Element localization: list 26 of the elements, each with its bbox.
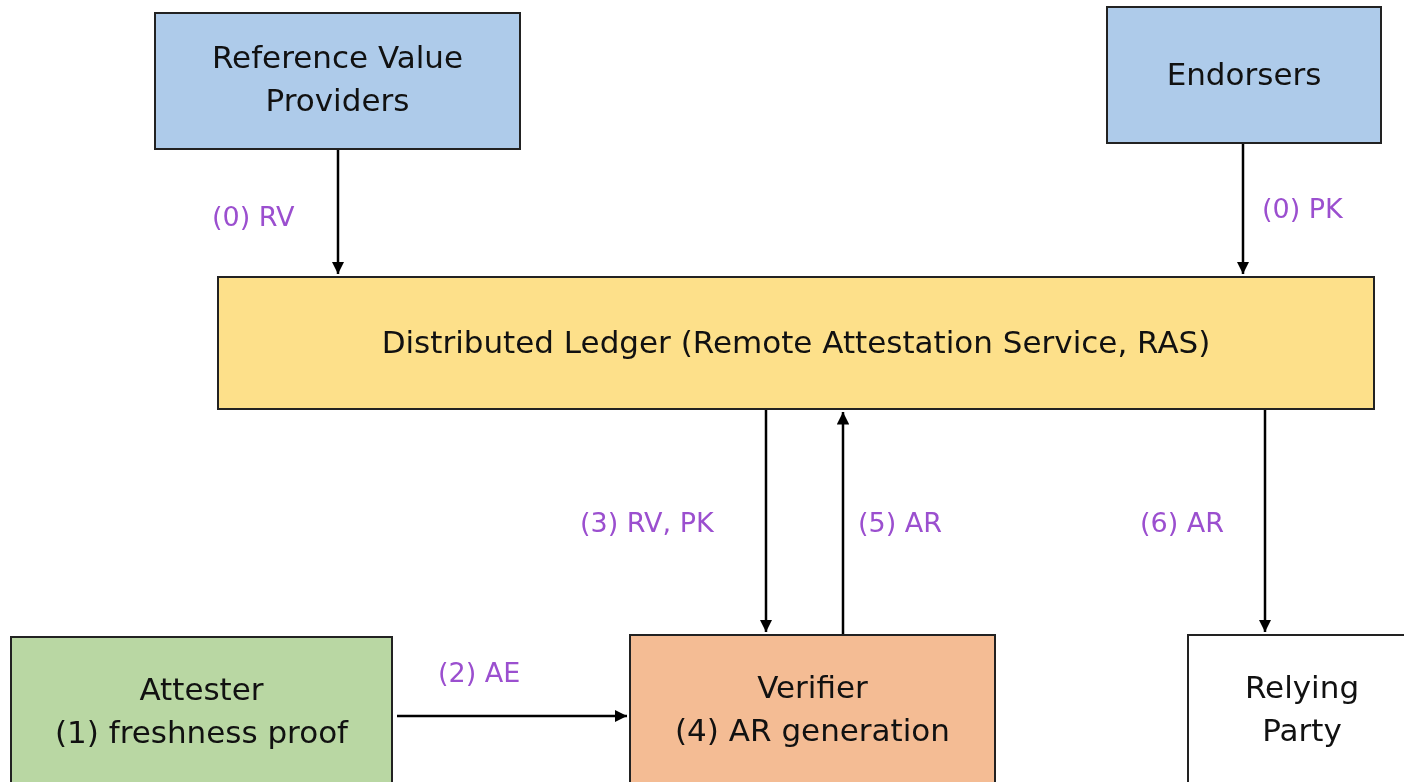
arrow [397, 709, 627, 723]
arrow [1258, 410, 1272, 632]
box-text: Distributed Ledger (Remote Attestation Service, RAS) [381, 323, 1211, 363]
arrow [331, 150, 345, 274]
edge-label: (0) PK [1262, 192, 1343, 226]
process-box [217, 276, 1375, 410]
box-text: Relying Party [1243, 668, 1361, 751]
box-text: Reference Value Providers [210, 38, 465, 121]
process-box [154, 12, 521, 150]
box-text: (4) AR generation [675, 711, 950, 751]
process-box [1187, 634, 1404, 782]
box-text: Endorsers [1166, 55, 1322, 95]
box-text: (1) freshness proof [54, 713, 349, 753]
process-box [10, 636, 393, 782]
process-box [1106, 6, 1382, 144]
edge-label: (6) AR [1140, 506, 1225, 540]
process-box [629, 634, 996, 782]
arrow [836, 412, 850, 634]
edge-label: (3) RV, PK [580, 506, 714, 540]
edge-label: (2) AE [438, 656, 521, 690]
edge-label: (0) RV [212, 200, 295, 234]
box-text: Attester [139, 670, 264, 709]
arrow [1236, 144, 1250, 274]
arrow [759, 410, 773, 632]
box-text: Verifier [757, 668, 868, 707]
edge-label: (5) AR [858, 506, 943, 540]
